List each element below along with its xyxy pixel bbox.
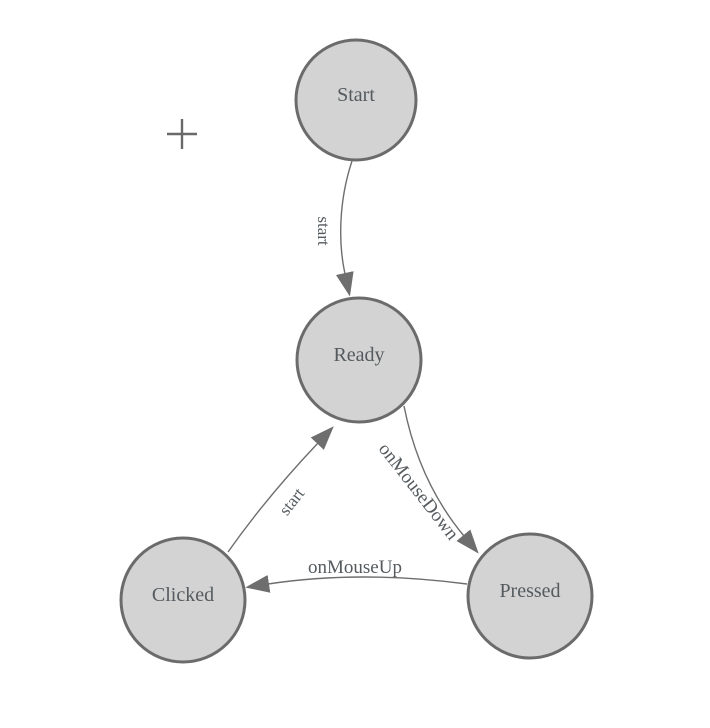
node-start[interactable]: Start bbox=[294, 38, 418, 162]
edge-label-pressed-to-clicked[interactable]: onMouseUp bbox=[308, 557, 402, 578]
node-clicked-label: Clicked bbox=[152, 584, 214, 606]
edge-ready-to-pressed[interactable] bbox=[403, 405, 479, 554]
node-start-shape[interactable] bbox=[294, 38, 418, 162]
plus-crosshair-icon bbox=[167, 119, 197, 149]
edge-clicked-to-ready[interactable] bbox=[227, 426, 334, 553]
node-pressed-shape[interactable] bbox=[466, 532, 594, 660]
edge-pressed-to-clicked[interactable] bbox=[245, 574, 468, 593]
edge-label-start-to-ready[interactable]: start bbox=[314, 216, 333, 246]
node-clicked-shape[interactable] bbox=[119, 536, 247, 664]
node-pressed[interactable]: Pressed bbox=[466, 532, 594, 660]
edge-start-to-ready[interactable] bbox=[335, 160, 354, 297]
node-clicked[interactable]: Clicked bbox=[119, 536, 247, 664]
edge-label-clicked-to-ready[interactable]: start bbox=[275, 484, 308, 519]
node-ready-label: Ready bbox=[333, 344, 384, 366]
node-start-label: Start bbox=[337, 84, 375, 106]
edge-label-ready-to-pressed[interactable]: onMouseDown bbox=[374, 439, 463, 545]
node-ready-shape[interactable] bbox=[295, 296, 423, 424]
node-pressed-label: Pressed bbox=[499, 580, 560, 602]
nodes-layer: Start Ready Clicked Pressed bbox=[119, 38, 594, 664]
node-ready[interactable]: Ready bbox=[295, 296, 423, 424]
